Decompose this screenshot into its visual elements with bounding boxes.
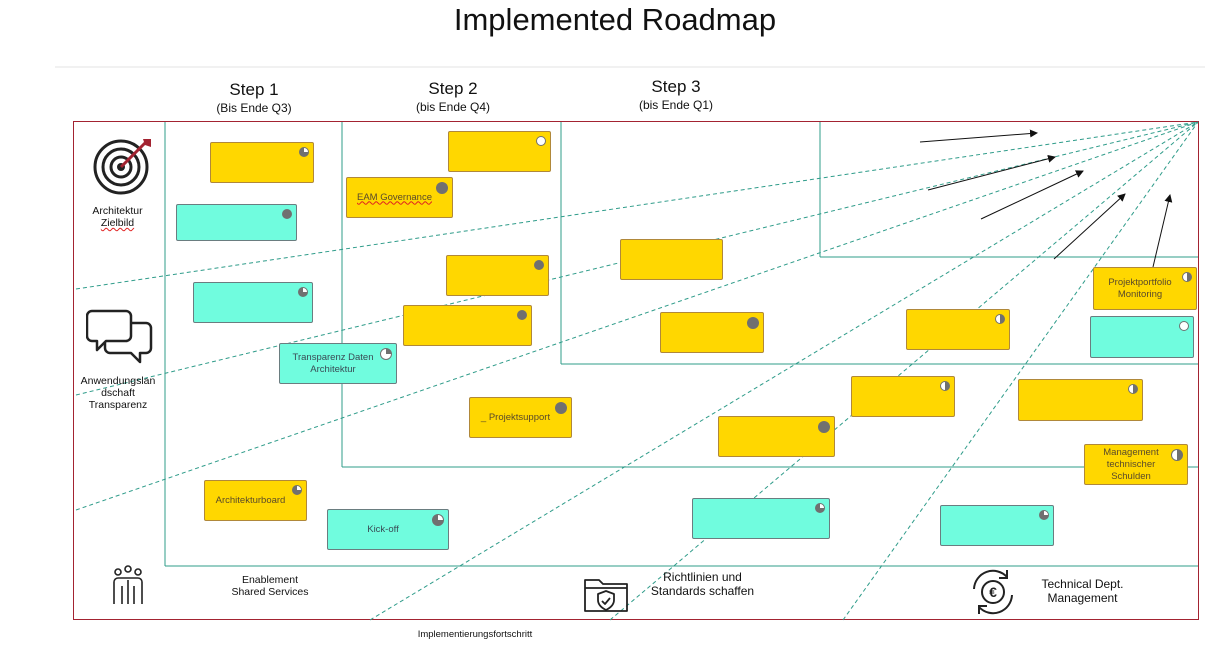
- category-enablement-line2: Shared Services: [231, 586, 309, 598]
- sticky-note-label: Transparenz Daten Architektur: [292, 351, 374, 375]
- step-2-subtitle: (bis Ende Q4): [415, 100, 491, 114]
- row-architektur-line1: Architektur: [92, 205, 143, 217]
- progress-dot-icon: [1039, 510, 1049, 520]
- progress-dot-icon: [517, 310, 527, 320]
- progress-dot-icon: [536, 136, 546, 146]
- diagonal-4: [369, 121, 1199, 621]
- footer-label: Implementierungsfortschritt: [417, 629, 533, 640]
- sticky-note[interactable]: [210, 142, 314, 183]
- category-technical-line1: Technical Dept.: [1030, 577, 1135, 591]
- category-enablement-line1: Enablement: [241, 574, 299, 586]
- progress-dot-icon: [815, 503, 825, 513]
- sticky-note[interactable]: [176, 204, 297, 241]
- step-3-title: Step 3: [651, 77, 701, 96]
- sticky-note[interactable]: [906, 309, 1010, 350]
- page-title: Implemented Roadmap: [453, 2, 777, 37]
- progress-dot-icon: [436, 182, 448, 194]
- progress-dot-icon: [1128, 384, 1138, 394]
- step-3-subtitle: (bis Ende Q1): [638, 98, 714, 112]
- header-divider: [55, 66, 1205, 68]
- diagonal-1: [75, 121, 1199, 290]
- progress-dot-icon: [1171, 449, 1183, 461]
- roadmap-frame: [73, 121, 1199, 620]
- arrow-3: [980, 170, 1084, 220]
- sticky-note-eam-governance[interactable]: EAM Governance: [346, 177, 453, 218]
- progress-dot-icon: [818, 421, 830, 433]
- step-3-header: Step 3 (bis Ende Q1): [596, 77, 756, 113]
- sticky-note[interactable]: [718, 416, 835, 457]
- sticky-note[interactable]: [851, 376, 955, 417]
- row-anwendung-line1: Anwendungslan: [80, 375, 156, 387]
- arrow-5: [1152, 194, 1173, 268]
- sticky-note[interactable]: [403, 305, 532, 346]
- diagonal-3: [75, 121, 1199, 511]
- step-1-subtitle: (Bis Ende Q3): [216, 101, 292, 115]
- sticky-note[interactable]: [940, 505, 1054, 546]
- step-1-title: Step 1: [229, 80, 279, 99]
- sticky-note[interactable]: [660, 312, 764, 353]
- progress-dot-icon: [534, 260, 544, 270]
- row-anwendung-line2: dschaft: [101, 387, 135, 399]
- progress-dot-icon: [1179, 321, 1189, 331]
- category-richtlinien-line2: Standards schaffen: [650, 584, 755, 598]
- progress-dot-icon: [298, 287, 308, 297]
- sticky-note-label: Architekturboard: [215, 494, 286, 506]
- progress-dot-icon: [282, 209, 292, 219]
- category-richtlinien-line1: Richtlinien und: [663, 570, 742, 584]
- progress-dot-icon: [940, 381, 950, 391]
- svg-text:€: €: [989, 584, 997, 600]
- progress-dot-icon: [1182, 272, 1192, 282]
- sticky-note[interactable]: [620, 239, 723, 280]
- step-2-title: Step 2: [428, 79, 478, 98]
- step-1-header: Step 1 (Bis Ende Q3): [174, 80, 334, 116]
- step-2-header: Step 2 (bis Ende Q4): [373, 79, 533, 115]
- arrow-1: [919, 129, 1038, 143]
- euro-cycle-icon: €: [973, 569, 1013, 615]
- row-anwendung-line3: Transparenz: [88, 399, 148, 411]
- sticky-note-label: Management technischer Schulden: [1103, 446, 1159, 482]
- sticky-note-label: Projektportfolio Monitoring: [1108, 276, 1172, 300]
- category-technical-line2: Management: [1047, 591, 1118, 605]
- progress-dot-icon: [432, 514, 444, 526]
- sticky-note-label: Kick-off: [367, 523, 399, 535]
- progress-dot-icon: [292, 485, 302, 495]
- category-technical: Technical Dept. Management: [1030, 577, 1135, 605]
- sticky-note-architekturboard[interactable]: Architekturboard: [204, 480, 307, 521]
- sticky-note-projektsupport[interactable]: _ Projektsupport: [469, 397, 572, 438]
- chat-bubbles-icon: [86, 309, 153, 364]
- diagonal-5: [609, 121, 1199, 621]
- diagonal-6: [842, 121, 1199, 621]
- row-anwendung-label: Anwendungslan dschaft Transparenz: [73, 375, 163, 411]
- category-technical-line1-text: Technical Dept.: [1041, 577, 1124, 591]
- progress-dot-icon: [299, 147, 309, 157]
- people-icon: [113, 565, 143, 604]
- arrow-2: [927, 154, 1056, 191]
- row-architektur-label: Architektur Zielbild: [80, 205, 155, 229]
- sticky-note-projektportfolio[interactable]: Projektportfolio Monitoring: [1093, 267, 1197, 310]
- sticky-note[interactable]: [1018, 379, 1143, 421]
- category-richtlinien: Richtlinien und Standards schaffen: [630, 570, 775, 598]
- sticky-note-kickoff[interactable]: Kick-off: [327, 509, 449, 550]
- progress-dot-icon: [555, 402, 567, 414]
- sticky-note[interactable]: [692, 498, 830, 539]
- progress-dot-icon: [380, 348, 392, 360]
- arrow-4: [1053, 193, 1126, 260]
- category-enablement: Enablement Shared Services: [205, 574, 335, 598]
- sticky-note[interactable]: [448, 131, 551, 172]
- sticky-note[interactable]: [446, 255, 549, 296]
- sticky-note[interactable]: [1090, 316, 1194, 358]
- target-icon: [93, 139, 151, 195]
- sticky-note-label: EAM Governance: [357, 191, 432, 203]
- sticky-note-transparenz-daten[interactable]: Transparenz Daten Architektur: [279, 343, 397, 384]
- sticky-note-management[interactable]: Management technischer Schulden: [1084, 444, 1188, 485]
- folder-shield-icon: [584, 579, 628, 612]
- progress-dot-icon: [995, 314, 1005, 324]
- row-architektur-line2: Zielbild: [100, 217, 135, 229]
- sticky-note[interactable]: [193, 282, 313, 323]
- sticky-note-label: _ Projektsupport: [480, 411, 551, 423]
- progress-dot-icon: [747, 317, 759, 329]
